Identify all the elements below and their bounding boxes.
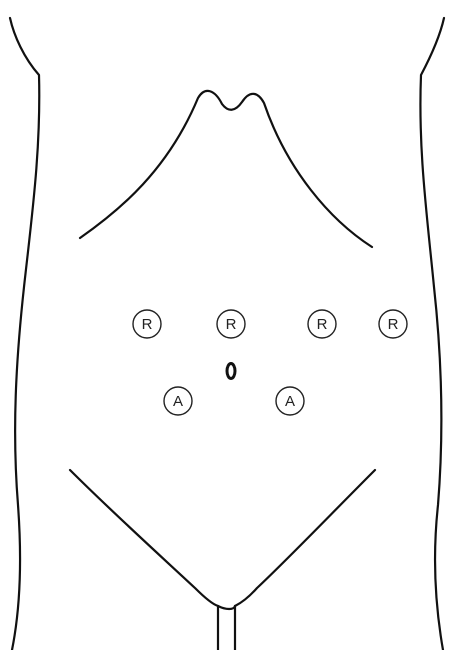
- port-label: R: [142, 316, 153, 333]
- left-inguinal-line: [70, 470, 218, 606]
- port-label: R: [388, 316, 399, 333]
- pubic-curve: [218, 606, 235, 609]
- port-label: A: [285, 393, 295, 410]
- port-r-3: R: [308, 310, 336, 338]
- port-a-2: A: [276, 387, 304, 415]
- port-label: R: [226, 316, 237, 333]
- right-inguinal-line: [235, 470, 375, 606]
- port-r-2: R: [217, 310, 245, 338]
- port-r-4: R: [379, 310, 407, 338]
- umbilicus-marker: [227, 364, 235, 379]
- port-r-1: R: [133, 310, 161, 338]
- left-side-contour: [10, 18, 39, 650]
- port-label: R: [317, 316, 328, 333]
- right-side-contour: [420, 18, 444, 650]
- costal-margin: [80, 91, 372, 247]
- port-a-1: A: [164, 387, 192, 415]
- port-label: A: [173, 393, 183, 410]
